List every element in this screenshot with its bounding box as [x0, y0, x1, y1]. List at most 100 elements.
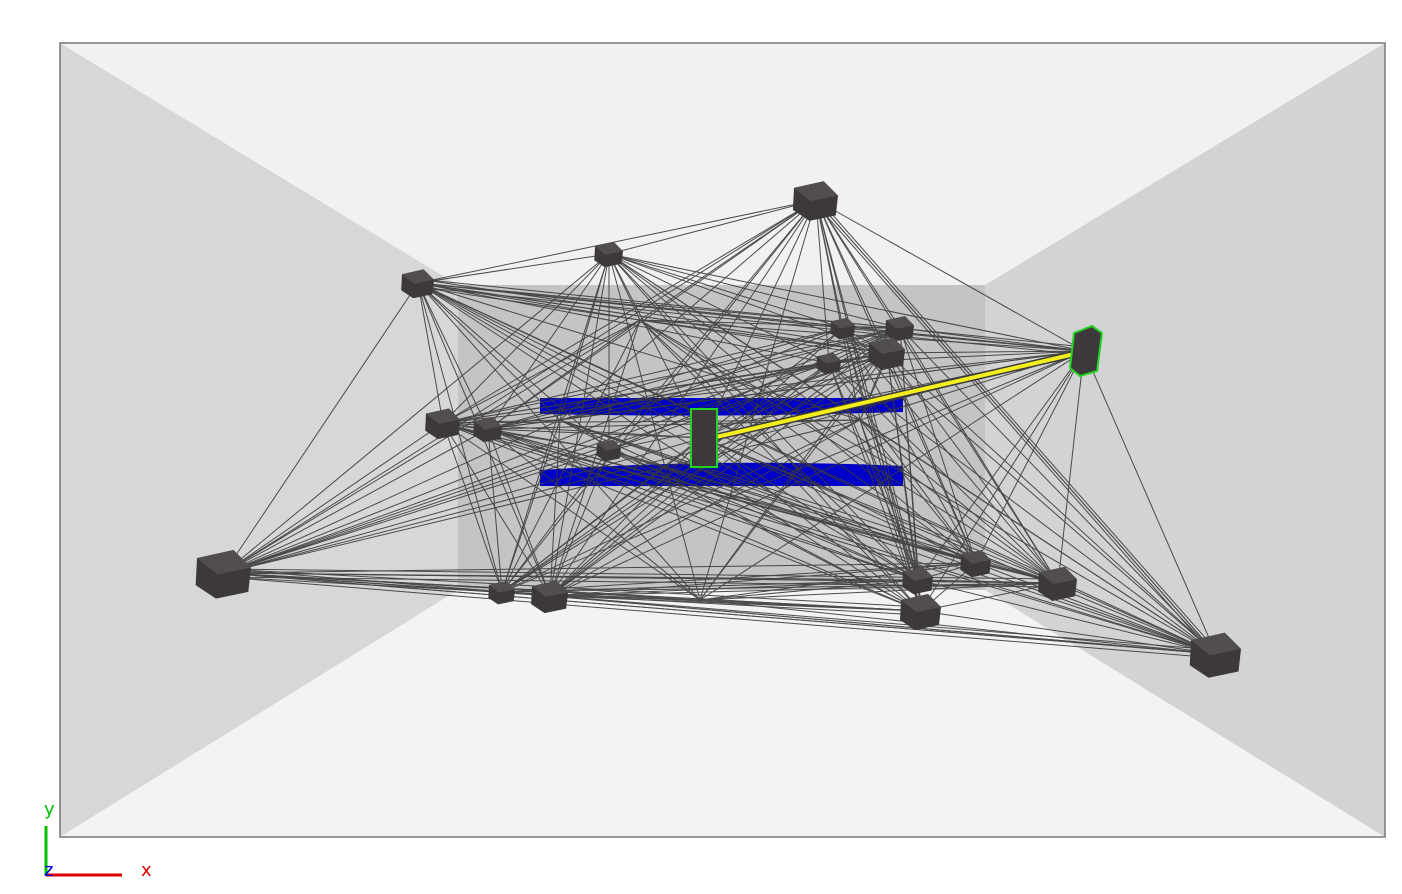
cable[interactable]	[608, 449, 977, 564]
cable[interactable]	[501, 319, 641, 593]
cable[interactable]	[501, 352, 888, 593]
cable[interactable]	[608, 352, 888, 451]
cable[interactable]	[549, 253, 610, 597]
node[interactable]	[425, 408, 460, 440]
cable[interactable]	[702, 352, 888, 439]
cable[interactable]	[442, 327, 844, 424]
cable[interactable]	[417, 278, 1085, 348]
cable[interactable]	[223, 437, 704, 574]
cable[interactable]	[608, 199, 817, 255]
cable[interactable]	[549, 419, 861, 597]
selected-node-right[interactable]	[1068, 324, 1104, 378]
cable[interactable]	[442, 422, 701, 601]
cable[interactable]	[639, 199, 817, 321]
cable[interactable]	[487, 327, 844, 430]
cable[interactable]	[223, 419, 561, 574]
cable[interactable]	[559, 419, 1217, 655]
cable[interactable]	[608, 449, 919, 581]
cable[interactable]	[417, 286, 888, 358]
cable[interactable]	[639, 319, 977, 564]
node[interactable]	[488, 580, 515, 605]
cable[interactable]	[639, 319, 901, 329]
cable[interactable]	[639, 319, 888, 354]
cable[interactable]	[699, 350, 1085, 601]
cable[interactable]	[815, 199, 1085, 352]
cable[interactable]	[549, 362, 830, 597]
cable[interactable]	[501, 562, 977, 593]
node[interactable]	[473, 417, 502, 443]
cable[interactable]	[608, 253, 901, 329]
cable[interactable]	[815, 199, 1217, 655]
cable[interactable]	[549, 437, 704, 597]
cable[interactable]	[417, 199, 817, 284]
cable[interactable]	[842, 327, 1217, 655]
node[interactable]	[816, 352, 841, 375]
cable[interactable]	[417, 282, 489, 430]
cable[interactable]	[417, 282, 641, 321]
node[interactable]	[960, 550, 991, 578]
node[interactable]	[868, 337, 905, 371]
cable[interactable]	[417, 282, 1217, 655]
node[interactable]	[195, 550, 251, 599]
cable[interactable]	[815, 199, 830, 364]
cable[interactable]	[442, 422, 551, 597]
node[interactable]	[1038, 566, 1077, 602]
cable[interactable]	[442, 319, 641, 424]
cable[interactable]	[917, 579, 1217, 655]
node[interactable]	[902, 567, 933, 595]
cable[interactable]	[549, 582, 1059, 597]
cable[interactable]	[699, 199, 817, 601]
cable[interactable]	[417, 282, 561, 421]
cable[interactable]	[1057, 350, 1085, 584]
cable[interactable]	[608, 253, 1085, 352]
cable[interactable]	[487, 319, 641, 430]
cable[interactable]	[501, 437, 704, 593]
cable[interactable]	[223, 282, 419, 574]
cable[interactable]	[559, 419, 977, 564]
cable[interactable]	[417, 282, 861, 421]
cable[interactable]	[608, 449, 922, 612]
cable[interactable]	[699, 562, 977, 601]
cable[interactable]	[608, 253, 861, 421]
cable[interactable]	[223, 419, 861, 574]
cable[interactable]	[702, 437, 922, 612]
cable[interactable]	[501, 253, 610, 593]
cable[interactable]	[417, 253, 610, 284]
cable[interactable]	[223, 319, 641, 574]
selected-node-center[interactable]	[690, 408, 718, 468]
cable[interactable]	[223, 449, 610, 574]
cable[interactable]	[501, 419, 561, 593]
cable[interactable]	[223, 327, 901, 574]
cable[interactable]	[223, 576, 922, 616]
cable[interactable]	[815, 199, 1059, 584]
cable[interactable]	[608, 253, 704, 439]
cable[interactable]	[886, 352, 1217, 655]
cable[interactable]	[859, 419, 977, 564]
cable[interactable]	[815, 199, 977, 564]
cable[interactable]	[223, 253, 610, 574]
cable[interactable]	[608, 253, 922, 612]
cable[interactable]	[417, 282, 704, 439]
cable[interactable]	[549, 595, 1217, 655]
cable[interactable]	[487, 428, 919, 581]
cable[interactable]	[639, 319, 1085, 352]
node[interactable]	[1189, 632, 1241, 678]
cable[interactable]	[223, 327, 844, 574]
cable[interactable]	[608, 449, 1217, 655]
cable[interactable]	[223, 568, 922, 608]
node[interactable]	[830, 317, 855, 340]
cable[interactable]	[549, 579, 919, 597]
cable[interactable]	[639, 319, 919, 581]
cable[interactable]	[886, 352, 977, 564]
cable[interactable]	[828, 362, 1217, 655]
node[interactable]	[885, 316, 914, 342]
cable[interactable]	[899, 327, 1059, 584]
cable[interactable]	[487, 428, 1217, 655]
cable[interactable]	[920, 610, 1217, 655]
cable[interactable]	[828, 362, 977, 564]
cable[interactable]	[549, 319, 641, 597]
cable[interactable]	[608, 327, 901, 451]
cable[interactable]	[702, 437, 1217, 655]
cable[interactable]	[487, 428, 704, 439]
cable[interactable]	[501, 449, 610, 593]
